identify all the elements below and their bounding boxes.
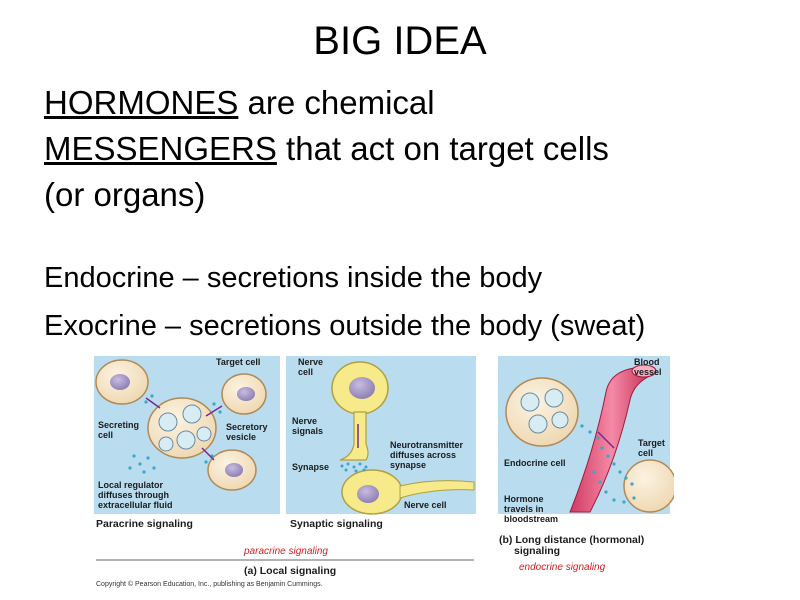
label-endocrine-cell: Endocrine cell xyxy=(504,458,566,468)
label-blood-vessel-1: Blood xyxy=(634,357,660,367)
signal-molecules-1 xyxy=(128,394,222,474)
label-neurotransmitter-3: synapse xyxy=(390,460,426,470)
label-target-cell-hormonal-1: Target xyxy=(638,438,665,448)
caption-hormonal-1: (b) Long distance (hormonal) xyxy=(499,534,644,546)
caption-hormonal-2: signaling xyxy=(514,545,560,557)
endocrine-definition: Endocrine – secretions inside the body xyxy=(44,262,543,294)
secretion-types: Endocrine – secretions inside the body E… xyxy=(44,254,784,350)
secreting-cell xyxy=(147,397,217,459)
cell-signaling-figure: Target cell Secreting cell Secretory ves… xyxy=(94,356,674,588)
label-local-regulator-2: diffuses through xyxy=(98,490,169,500)
neurotransmitter-molecules xyxy=(340,462,368,473)
term-messengers: MESSENGERS xyxy=(44,130,277,167)
endocrine-cell xyxy=(505,377,579,447)
label-secreting-cell-2: cell xyxy=(98,430,113,440)
caption-paracrine: Paracrine signaling xyxy=(96,518,193,530)
label-nerve-cell-1: Nerve xyxy=(298,357,323,367)
label-local-regulator-1: Local regulator xyxy=(98,480,164,490)
endocrine-signaling-note: endocrine signaling xyxy=(519,562,606,573)
blood-vessel xyxy=(569,364,657,513)
caption-local-signaling: (a) Local signaling xyxy=(244,565,336,577)
label-synapse: Synapse xyxy=(292,462,329,472)
label-secretory-vesicle-1: Secretory xyxy=(226,422,268,432)
hormone-arrow xyxy=(597,431,615,449)
label-hormone-3: bloodstream xyxy=(504,514,558,524)
hormone-molecules xyxy=(580,424,636,504)
caption-synaptic: Synaptic signaling xyxy=(290,518,383,530)
label-nerve-cell-bottom: Nerve cell xyxy=(404,500,447,510)
label-local-regulator-3: extracellular fluid xyxy=(98,500,173,510)
label-nerve-signals-2: signals xyxy=(292,426,323,436)
label-nerve-cell-2: cell xyxy=(298,367,313,377)
label-target-cell-hormonal-2: cell xyxy=(638,448,653,458)
figure-copyright: Copyright © Pearson Education, Inc., pub… xyxy=(96,580,323,588)
label-secreting-cell-1: Secreting xyxy=(98,420,139,430)
label-neurotransmitter-1: Neurotransmitter xyxy=(390,440,464,450)
slide-title: BIG IDEA xyxy=(313,19,487,63)
label-blood-vessel-2: vessel xyxy=(634,367,662,377)
paracrine-signaling-note: paracrine signaling xyxy=(243,546,328,557)
nerve-cell-bottom xyxy=(341,469,475,515)
label-target-cell: Target cell xyxy=(216,357,260,367)
target-cell-top-left xyxy=(95,359,149,405)
target-cell-bottom-right xyxy=(207,449,257,491)
statement-text-3: (or organs) xyxy=(44,176,206,213)
statement-text-1: are chemical xyxy=(238,84,435,121)
label-nerve-signals-1: Nerve xyxy=(292,416,317,426)
exocrine-definition: Exocrine – secretions outside the body (… xyxy=(44,310,646,342)
term-hormones: HORMONES xyxy=(44,84,239,121)
signal-arrows-1 xyxy=(145,397,223,461)
big-idea-statement: HORMONES are chemical MESSENGERS that ac… xyxy=(44,80,764,218)
statement-text-2: that act on target cells xyxy=(276,130,609,167)
nerve-cell-top xyxy=(331,361,389,461)
label-neurotransmitter-2: diffuses across xyxy=(390,450,456,460)
label-hormone-1: Hormone xyxy=(504,494,544,504)
target-cell-hormonal xyxy=(623,459,674,513)
target-cell-top-right xyxy=(221,373,267,415)
label-hormone-2: travels in xyxy=(504,504,544,514)
label-secretory-vesicle-2: vesicle xyxy=(226,432,256,442)
